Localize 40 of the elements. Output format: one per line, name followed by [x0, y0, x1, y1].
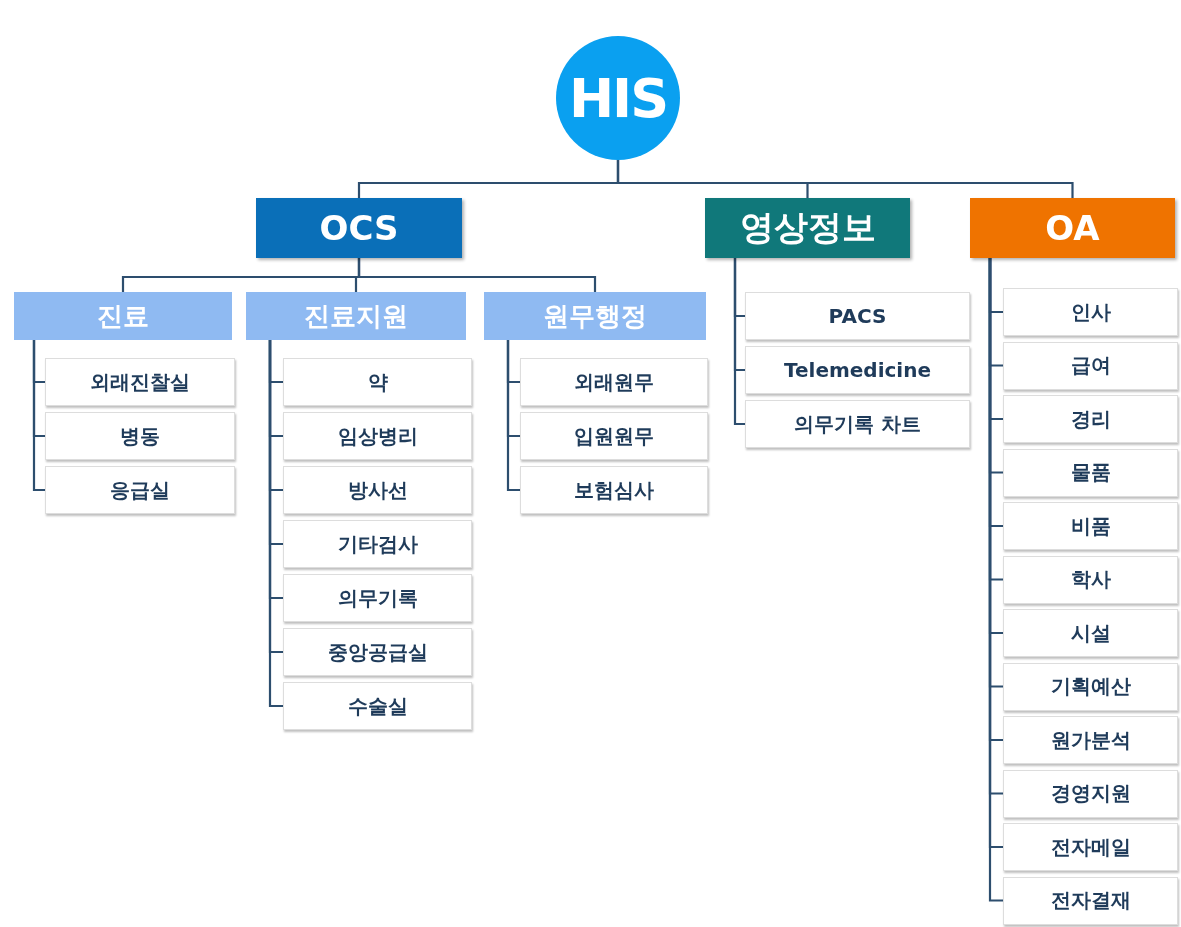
- connector-line: [357, 258, 597, 292]
- item-box: 기획예산: [1003, 662, 1178, 711]
- subcategory-box: 진료: [14, 292, 232, 340]
- item-box: 외래원무: [520, 358, 708, 406]
- item-box: 응급실: [45, 466, 235, 514]
- item-box: 의무기록: [283, 574, 472, 622]
- item-box: 외래진찰실: [45, 358, 235, 406]
- item-box: 보험심사: [520, 466, 708, 514]
- connector-line: [32, 340, 45, 492]
- category-box: 영상정보: [705, 198, 910, 258]
- item-box: 기타검사: [283, 520, 472, 568]
- item-box: 비품: [1003, 502, 1178, 550]
- item-box: 전자결재: [1003, 876, 1178, 925]
- item-box: 경영지원: [1003, 769, 1178, 818]
- item-box: 전자메일: [1003, 823, 1178, 871]
- item-box: 병동: [45, 412, 235, 460]
- subcategory-box: 원무행정: [484, 292, 706, 340]
- subcategory-box: 진료지원: [246, 292, 466, 340]
- item-box: 약: [283, 358, 472, 406]
- connector-line: [616, 160, 1074, 198]
- item-box: 인사: [1003, 288, 1178, 336]
- item-box: 방사선: [283, 466, 472, 514]
- root-circle: HIS: [556, 36, 680, 160]
- item-box: 급여: [1003, 341, 1178, 390]
- item-box: 학사: [1003, 555, 1178, 604]
- connector-line: [506, 340, 520, 492]
- item-box: 수술실: [283, 682, 472, 730]
- item-box: 임상병리: [283, 412, 472, 460]
- item-box: 시설: [1003, 609, 1178, 657]
- item-box: Telemedicine: [745, 346, 970, 394]
- item-box: 물품: [1003, 448, 1178, 497]
- item-box: PACS: [745, 292, 970, 340]
- item-box: 원가분석: [1003, 716, 1178, 764]
- category-box: OCS: [256, 198, 462, 258]
- item-box: 경리: [1003, 395, 1178, 443]
- item-box: 입원원무: [520, 412, 708, 460]
- item-box: 중앙공급실: [283, 628, 472, 676]
- category-box: OA: [970, 198, 1175, 258]
- connector-line: [733, 258, 745, 426]
- item-box: 의무기록 차트: [745, 400, 970, 448]
